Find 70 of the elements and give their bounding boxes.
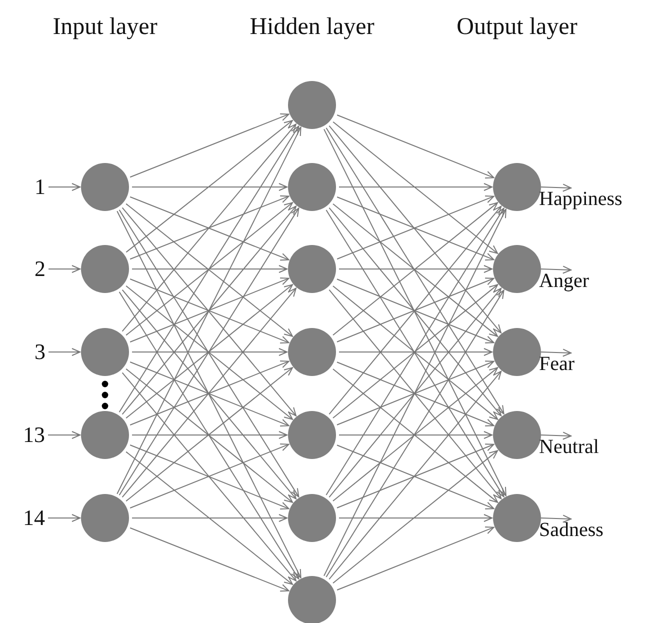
arrow	[336, 526, 494, 590]
neuron-circle	[288, 328, 336, 376]
arrow	[338, 348, 492, 356]
neuron-circle	[288, 163, 336, 211]
output-label: Neutral	[539, 436, 599, 458]
arrow	[132, 431, 288, 439]
arrow	[130, 527, 290, 592]
neuron-circle	[288, 494, 336, 542]
arrow	[122, 372, 296, 582]
neuron-circle	[288, 576, 336, 623]
arrow	[332, 121, 498, 254]
arrow	[326, 127, 504, 414]
neuron-circle	[81, 245, 129, 293]
arrow	[540, 184, 572, 192]
arrow	[540, 348, 572, 357]
arrow	[132, 514, 288, 522]
output-label: Anger	[539, 270, 589, 292]
neuron-circle	[493, 411, 541, 459]
arrow	[48, 431, 80, 439]
arrow	[540, 266, 572, 274]
arrow	[540, 432, 572, 440]
arrow	[326, 290, 504, 578]
arrow	[324, 208, 506, 576]
output-label: Fear	[539, 353, 575, 375]
neuron-circle	[493, 245, 541, 293]
arrow	[48, 348, 80, 356]
arrow	[132, 265, 288, 273]
arrow	[116, 126, 302, 494]
arrow	[338, 265, 492, 273]
input-number: 14	[23, 506, 45, 530]
arrow	[332, 450, 498, 584]
arrow	[48, 514, 80, 522]
neuron-circle	[493, 163, 541, 211]
neuron-circle	[81, 494, 129, 542]
neuron-circle	[493, 494, 541, 542]
arrow	[126, 451, 293, 585]
arrow	[126, 120, 293, 253]
arrow	[122, 124, 296, 332]
arrow	[130, 113, 290, 178]
arrow	[132, 183, 288, 191]
layer-heading: Hidden layer	[248, 13, 376, 42]
arrow	[324, 128, 506, 496]
arrow	[48, 183, 80, 191]
arrow	[328, 125, 502, 334]
arrow	[338, 514, 492, 522]
neuron-circle	[493, 328, 541, 376]
input-number: 1	[34, 175, 46, 199]
input-number: 2	[34, 257, 46, 281]
input-number: 13	[23, 423, 45, 447]
neuron-circle	[81, 411, 129, 459]
arrow	[48, 265, 80, 273]
arrow	[118, 291, 300, 580]
arrow	[328, 370, 502, 580]
arrow	[132, 348, 288, 356]
arrow	[116, 210, 302, 578]
neuron-circle	[81, 328, 129, 376]
arrow	[338, 183, 492, 191]
neuron-circle	[81, 163, 129, 211]
arrow	[336, 114, 494, 178]
input-number: 3	[34, 340, 46, 364]
arrow	[118, 126, 300, 413]
arrow	[540, 514, 572, 523]
layer-heading: Output layer	[456, 13, 578, 42]
output-label: Sadness	[539, 519, 604, 541]
neuron-circle	[288, 81, 336, 129]
layer-heading: Input layer	[52, 13, 158, 42]
neuron-circle	[288, 245, 336, 293]
arrow	[338, 431, 492, 439]
neuron-circle	[288, 411, 336, 459]
output-label: Happiness	[539, 188, 622, 210]
